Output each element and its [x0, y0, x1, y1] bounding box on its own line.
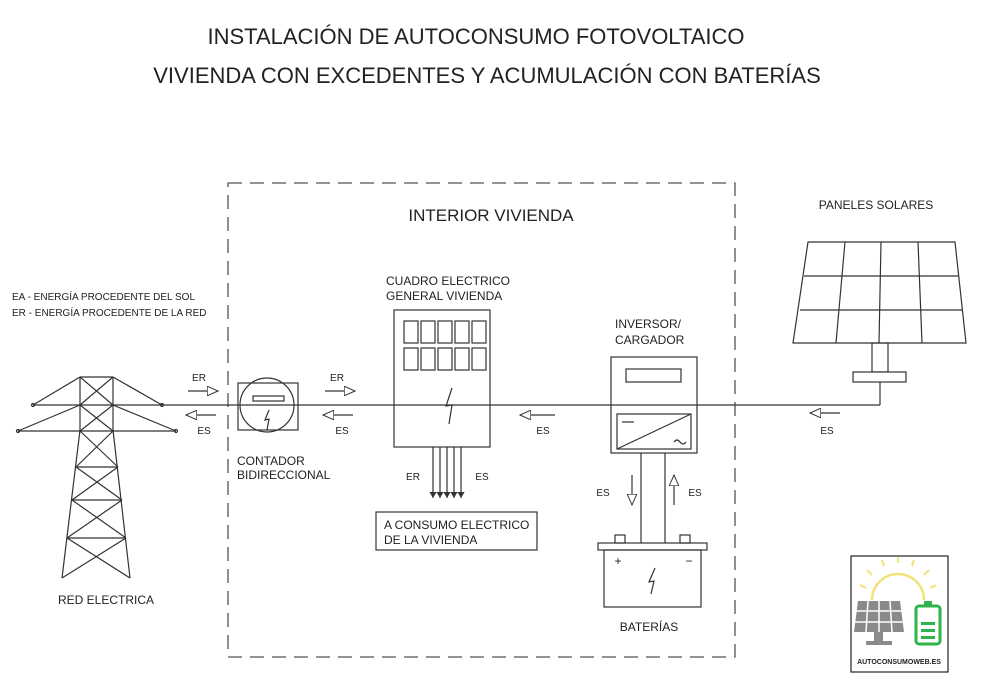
flow-es-label: ES — [596, 488, 610, 499]
meter-label-2: BIDIRECCIONAL — [237, 468, 331, 482]
electrical-panel — [393, 309, 491, 448]
panel-board-label-2: GENERAL VIVIENDA — [386, 289, 502, 303]
interior-boundary — [227, 182, 736, 658]
logo-text: AUTOCONSUMOWEB.ES — [857, 659, 941, 666]
consumption-label-1: A CONSUMO ELECTRICO — [384, 518, 529, 532]
consumption-arrows — [429, 447, 465, 498]
lightning-icon — [647, 567, 656, 595]
lightning-icon — [445, 387, 453, 425]
flow-es-label: ES — [536, 426, 550, 437]
battery-label: BATERÍAS — [620, 619, 678, 634]
flow-es-label: ES — [820, 426, 834, 437]
inverter-charger — [610, 356, 698, 454]
consumption-label-2: DE LA VIVIENDA — [384, 533, 477, 547]
solar-label: PANELES SOLARES — [819, 198, 934, 212]
interior-label: INTERIOR VIVIENDA — [408, 206, 574, 225]
flow-es-label: ES — [335, 426, 349, 437]
battery-minus: − — [685, 554, 692, 568]
power-tower-icon — [15, 376, 179, 579]
inverter-label-2: CARGADOR — [615, 333, 685, 347]
legend-er: ER - ENERGÍA PROCEDENTE DE LA RED — [12, 306, 207, 319]
flow-er-label: ER — [330, 373, 344, 384]
flow-er-label: ER — [192, 373, 206, 384]
battery — [597, 534, 708, 608]
panel-board-label-1: CUADRO ELECTRICO — [386, 274, 510, 288]
autoconsumoweb-logo: AUTOCONSUMOWEB.ES — [850, 555, 949, 673]
lightning-icon — [264, 409, 270, 431]
title-line-2: VIVIENDA CON EXCEDENTES Y ACUMULACIÓN CO… — [153, 63, 821, 88]
sun-icon — [870, 572, 926, 601]
solar-panel-icon — [792, 241, 967, 405]
legend-ea: EA - ENERGÍA PROCEDENTE DEL SOL — [12, 290, 195, 303]
flow-er-label: ER — [406, 472, 420, 483]
flow-es-label: ES — [475, 472, 489, 483]
grid-label: RED ELECTRICA — [58, 593, 154, 607]
flow-es-label: ES — [688, 488, 702, 499]
inverter-label-1: INVERSOR/ — [615, 317, 682, 331]
meter-label-1: CONTADOR — [237, 454, 305, 468]
flow-es-label: ES — [197, 426, 211, 437]
consumption-box — [375, 511, 538, 551]
battery-plus: + — [614, 554, 621, 568]
title-line-1: INSTALACIÓN DE AUTOCONSUMO FOTOVOLTAICO — [207, 24, 744, 49]
battery-icon — [924, 601, 932, 606]
bidirectional-meter — [237, 377, 299, 433]
